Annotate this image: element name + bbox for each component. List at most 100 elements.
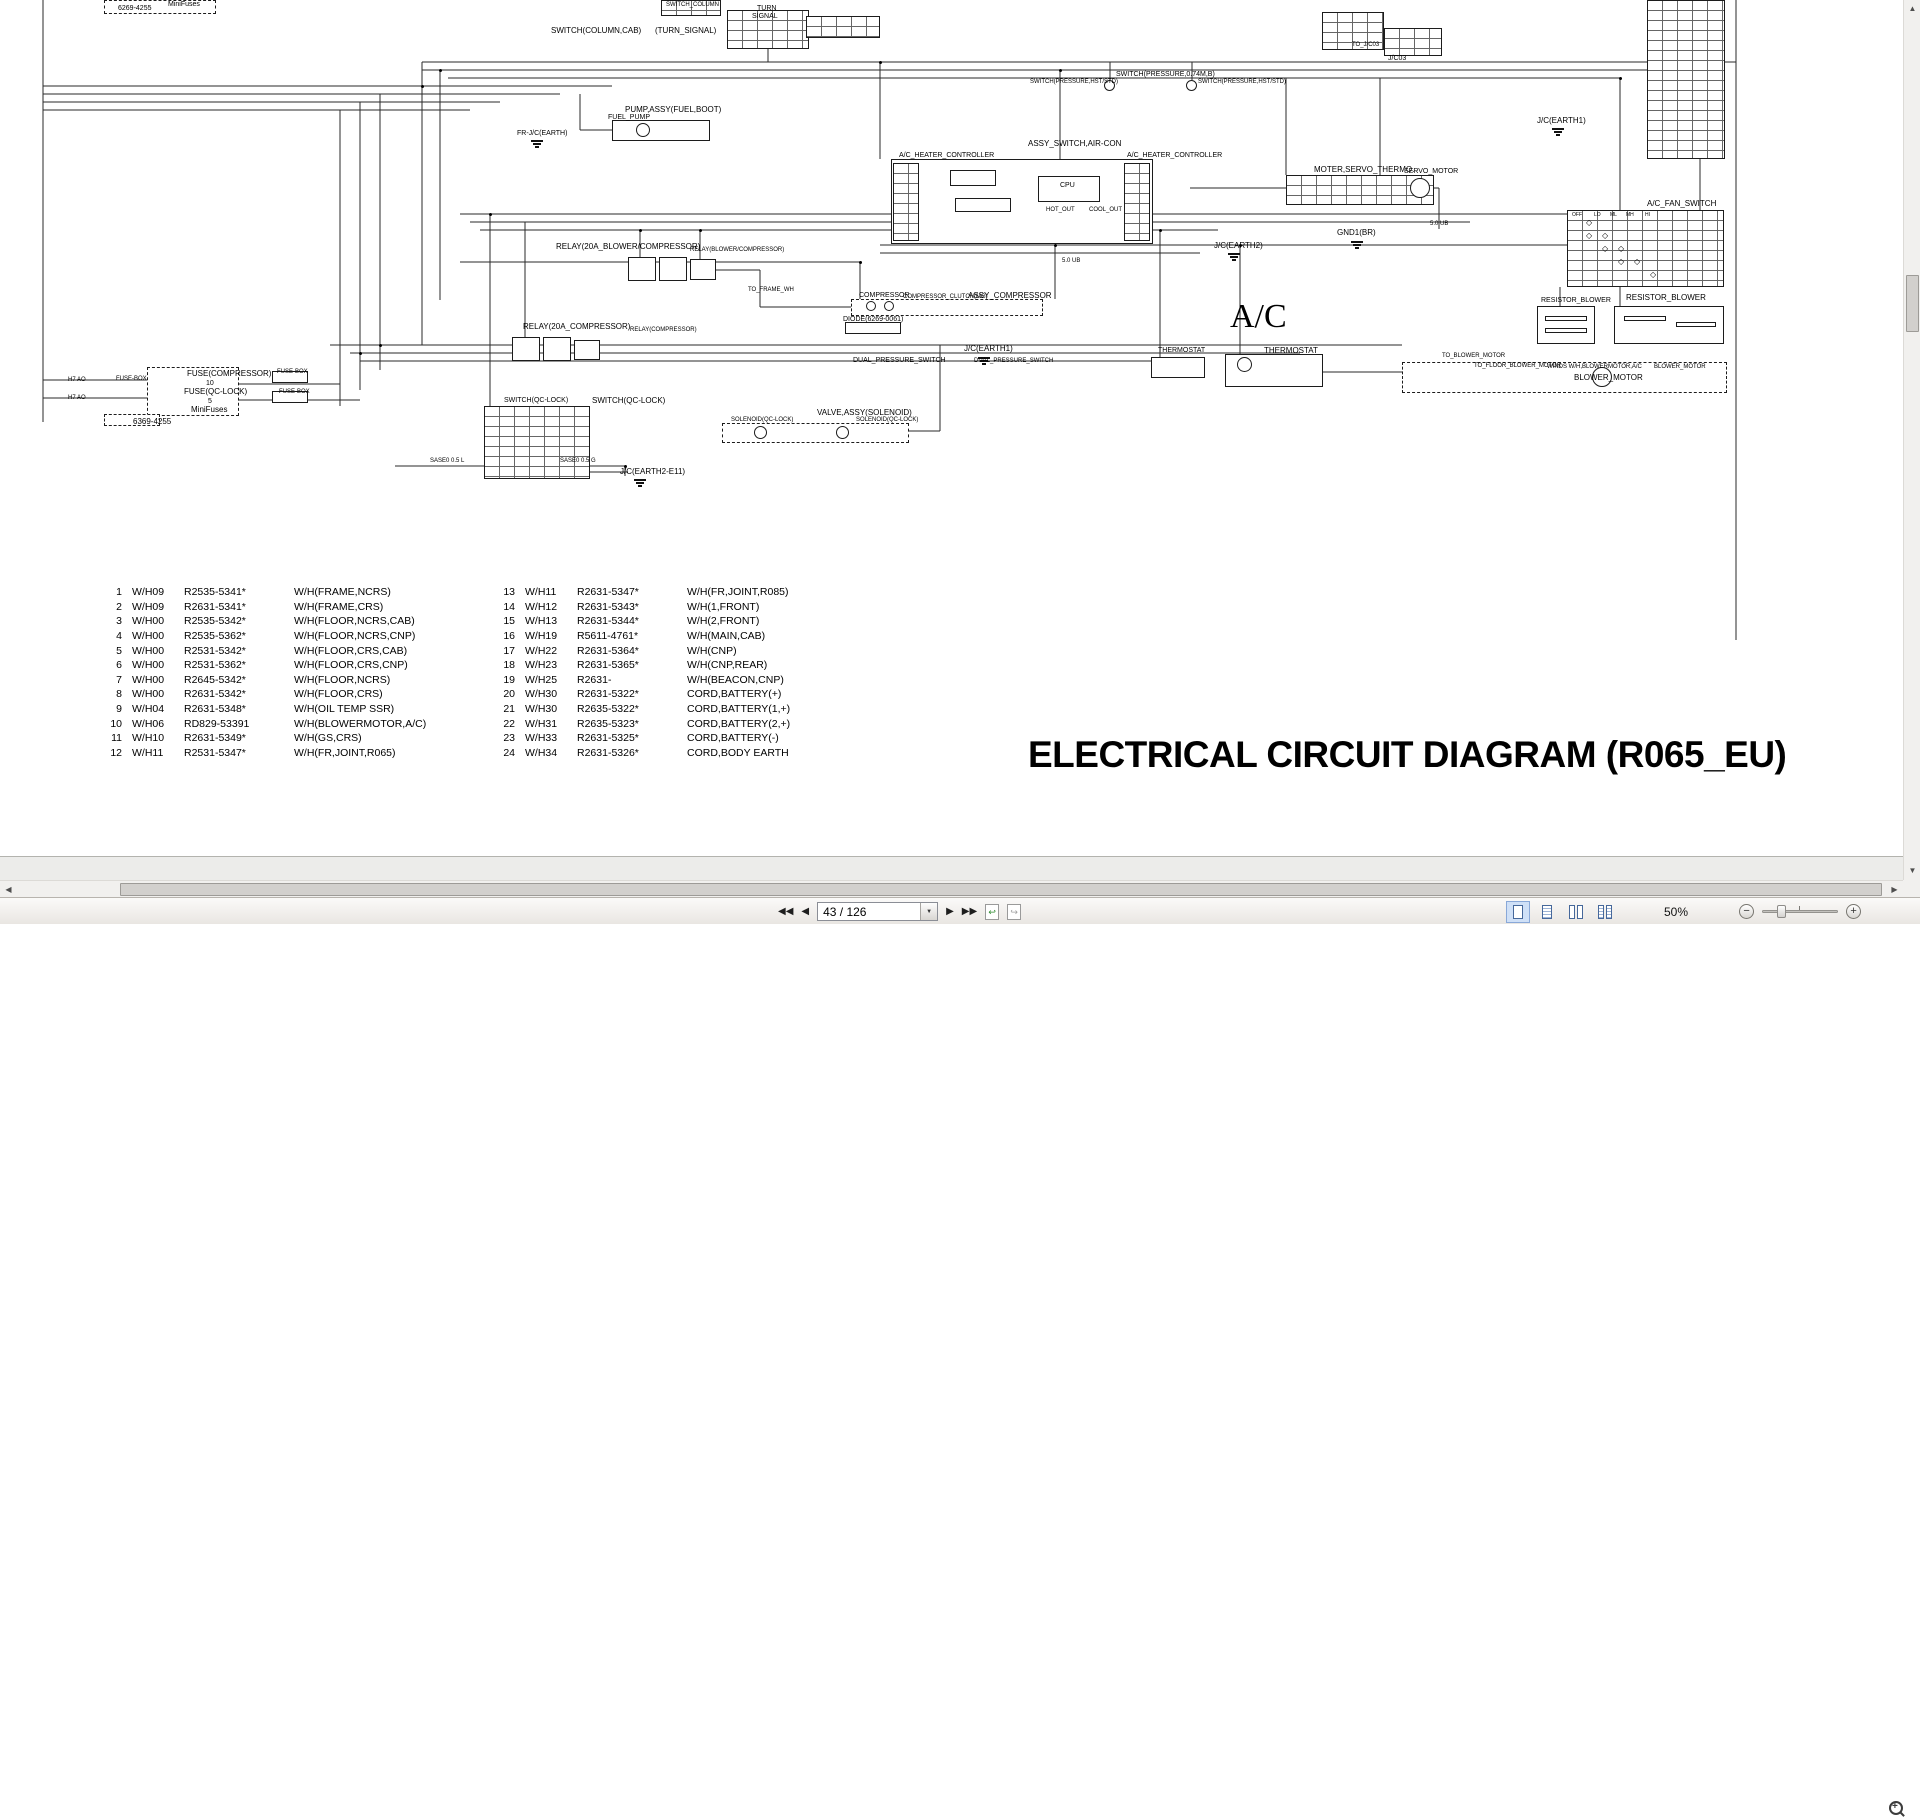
parts-table-cell: W/H(CNP,REAR) xyxy=(687,659,768,672)
parts-table-cell: W/H00 xyxy=(132,688,165,701)
single-page-view-button[interactable] xyxy=(1506,900,1530,923)
page-number-box: ▼ xyxy=(817,902,939,921)
vertical-scrollbar[interactable]: ▲ ▼ xyxy=(1903,0,1920,880)
parts-table-cell: 1 xyxy=(116,586,122,599)
parts-table-cell: W/H09 xyxy=(132,586,165,599)
next-view-icon[interactable]: ↪ xyxy=(1007,903,1022,920)
diagram-label: THERMOSTAT xyxy=(1158,347,1206,354)
parts-table-cell: 10 xyxy=(110,717,122,730)
parts-table-cell: CORD,BATTERY(1,+) xyxy=(687,703,791,716)
parts-table-cell: W/H(FLOOR,CRS) xyxy=(294,688,383,701)
zoom-slider[interactable] xyxy=(1762,903,1839,920)
component-box xyxy=(574,340,600,360)
diagram-label: LO xyxy=(1594,212,1601,218)
horizontal-scrollbar[interactable]: ◀ ▶ xyxy=(0,880,1903,898)
component-box xyxy=(1537,306,1595,344)
diagram-label: SERVO_MOTOR xyxy=(1404,168,1459,175)
parts-table-cell: 14 xyxy=(503,600,515,613)
zoom-slider-thumb[interactable] xyxy=(1777,905,1787,918)
last-page-button[interactable]: ▶▶ xyxy=(961,905,978,917)
component-box xyxy=(1545,316,1587,321)
continuous-view-button[interactable] xyxy=(1535,901,1559,923)
diagram-label: MH xyxy=(1626,212,1634,218)
vertical-scroll-thumb[interactable] xyxy=(1906,275,1919,332)
earth-ground-icon xyxy=(1551,127,1565,136)
diagram-label: ASSY_SWITCH,AIR-CON xyxy=(1028,139,1122,148)
component-box xyxy=(893,163,919,241)
diagram-label: OFF xyxy=(1572,212,1582,218)
scroll-right-button[interactable]: ▶ xyxy=(1886,881,1903,898)
parts-table-cell: R2631-5344* xyxy=(577,615,639,628)
parts-table-cell: R2531-5362* xyxy=(184,659,246,672)
parts-table-cell: W/H00 xyxy=(132,659,165,672)
zoom-out-button[interactable]: − xyxy=(1739,904,1755,919)
component-box xyxy=(1124,163,1150,241)
diagram-label: H7 AO xyxy=(68,377,86,383)
electrical-diagram-page: A/C ELECTRICAL CIRCUIT DIAGRAM (R065_EU)… xyxy=(0,0,1903,880)
page-bottom-edge xyxy=(0,856,1903,880)
ac-zone-label: A/C xyxy=(1230,298,1287,335)
parts-table-cell: 11 xyxy=(111,732,122,745)
diagram-label: TO_FRAME_WH xyxy=(748,287,794,293)
parts-table-cell: R2635-5322* xyxy=(577,703,639,716)
component-box xyxy=(955,198,1011,212)
scroll-left-button[interactable]: ◀ xyxy=(0,881,17,898)
previous-page-button[interactable]: ◀ xyxy=(801,905,810,917)
parts-table-cell: R2531-5342* xyxy=(184,644,246,657)
diagram-title: ELECTRICAL CIRCUIT DIAGRAM (R065_EU) xyxy=(1028,734,1787,775)
first-page-button[interactable]: ◀◀ xyxy=(778,905,794,917)
wire-junction-dot xyxy=(439,69,442,72)
diagram-label: 5.0 UB xyxy=(1430,221,1449,227)
parts-table-cell: W/H(BEACON,CNP) xyxy=(687,673,784,686)
parts-table-cell: W/H00 xyxy=(132,644,165,657)
diagram-label: SOLENOID(QC-LOCK) xyxy=(731,417,794,423)
zoom-level-label: 50% xyxy=(1664,904,1689,919)
component-box xyxy=(659,257,687,281)
horizontal-scroll-thumb[interactable] xyxy=(120,883,1882,896)
next-page-button[interactable]: ▶ xyxy=(946,905,954,917)
diagram-label: ML xyxy=(1610,212,1617,218)
parts-table-cell: W/H00 xyxy=(132,615,165,628)
wire-junction-dot xyxy=(1054,244,1057,247)
page-number-input[interactable] xyxy=(818,903,921,920)
component-box xyxy=(1567,210,1724,287)
earth-ground-icon xyxy=(633,478,647,487)
diagram-label: COMPRESSOR_CLUTCH(MG) xyxy=(903,294,988,300)
parts-table-cell: R2631-5322* xyxy=(577,688,639,701)
component-box xyxy=(272,371,308,383)
diagram-label: MiniFuses xyxy=(191,405,228,414)
diagram-label: COOL_OUT xyxy=(1089,207,1123,213)
parts-table-cell: W/H11 xyxy=(525,586,557,599)
parts-table-cell: W/H(FR,JOINT,R065) xyxy=(294,746,396,759)
marquee-zoom-icon[interactable] xyxy=(1889,1801,1903,1815)
component-circle xyxy=(1237,357,1252,372)
component-box xyxy=(1038,176,1100,202)
parts-table-cell: R2631-5325* xyxy=(577,732,639,745)
parts-table-cell: W/H(FRAME,NCRS) xyxy=(294,586,391,599)
diagram-label: RELAY(COMPRESSOR) xyxy=(630,327,697,333)
facing-view-button[interactable] xyxy=(1564,901,1588,923)
document-canvas[interactable]: A/C ELECTRICAL CIRCUIT DIAGRAM (R065_EU)… xyxy=(0,0,1903,880)
component-box xyxy=(806,16,880,38)
page-dropdown-arrow[interactable]: ▼ xyxy=(920,903,938,920)
continuous-facing-view-button[interactable] xyxy=(1593,901,1617,923)
diagram-label: H7 AO xyxy=(68,395,86,401)
diagram-label: SWITCH(COLUMN,CAB) xyxy=(551,26,642,35)
parts-table-cell: R2535-5342* xyxy=(184,615,246,628)
component-box xyxy=(1402,362,1727,393)
scroll-down-button[interactable]: ▼ xyxy=(1904,862,1920,879)
facing-page-icon xyxy=(1569,904,1575,919)
zoom-in-button[interactable]: + xyxy=(1846,904,1862,919)
scroll-up-button[interactable]: ▲ xyxy=(1904,0,1920,17)
previous-view-icon[interactable]: ↩ xyxy=(985,903,1000,920)
parts-table-cell: 15 xyxy=(503,615,515,628)
